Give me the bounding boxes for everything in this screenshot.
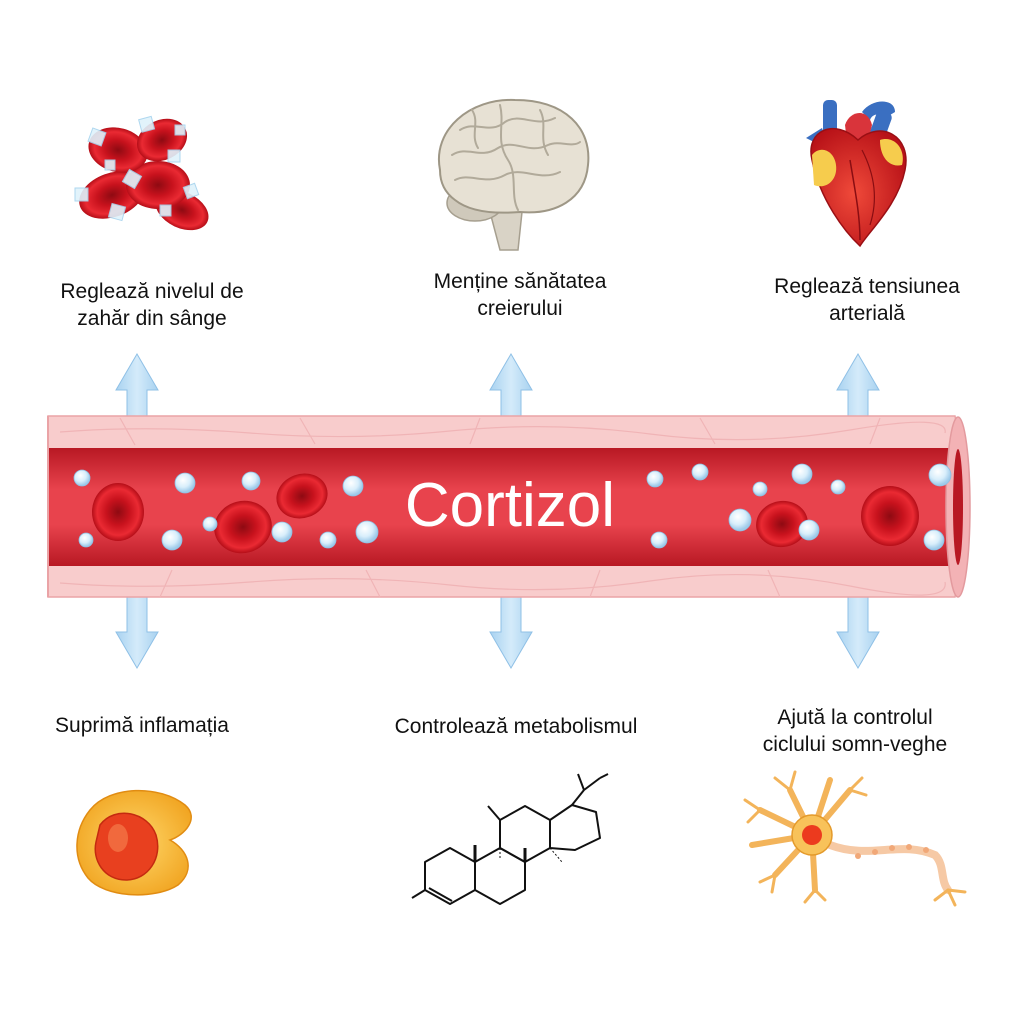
label-line: Menține sănătatea — [433, 270, 607, 293]
immune-cell-icon — [76, 789, 192, 896]
label-line: arterială — [829, 302, 905, 325]
label-brain-health: Menține sănătatea creierului — [400, 268, 640, 322]
label-inflammation: Suprimă inflamația — [22, 712, 262, 739]
label-line: creierului — [477, 297, 563, 320]
neuron-icon — [743, 770, 967, 907]
label-blood-pressure: Reglează tensiunea arterială — [746, 273, 988, 327]
label-sleep-wake: Ajută la controlul ciclului somn-veghe — [730, 704, 980, 758]
label-blood-sugar: Reglează nivelul de zahăr din sânge — [32, 278, 272, 332]
label-line: Suprimă inflamația — [55, 714, 229, 737]
label-metabolism: Controlează metabolismul — [366, 713, 666, 740]
brain-icon — [437, 98, 590, 251]
label-line: Controlează metabolismul — [394, 715, 638, 738]
red-blood-cell — [92, 483, 144, 541]
diagram-title: Cortizol — [404, 471, 616, 540]
steroid-molecule-icon — [411, 773, 609, 905]
blood-vessel — [47, 415, 971, 598]
label-line: ciclului somn-veghe — [762, 733, 948, 756]
red-blood-cells — [92, 473, 919, 554]
label-line: Reglează nivelul de — [60, 280, 244, 303]
heart-icon — [806, 100, 907, 248]
label-line: Reglează tensiunea — [774, 275, 960, 298]
red-blood-cell — [756, 500, 808, 548]
red-blood-cell — [861, 486, 919, 546]
red-blood-cell — [276, 473, 328, 519]
red-blood-cell — [214, 500, 272, 554]
blood-sugar-icon — [74, 115, 209, 231]
hormone-bubbles — [73, 463, 952, 551]
label-line: Ajută la controlul — [777, 706, 933, 729]
arrows — [115, 353, 880, 669]
label-line: zahăr din sânge — [77, 307, 227, 330]
